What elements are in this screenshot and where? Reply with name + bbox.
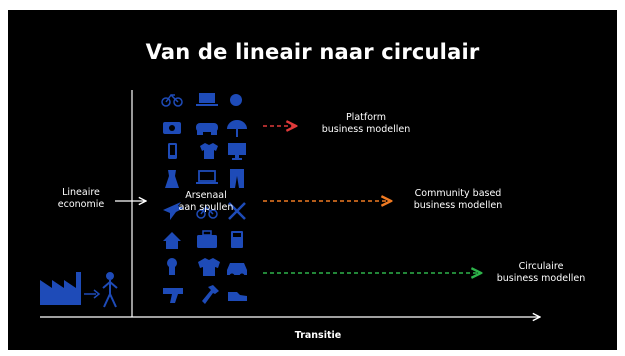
calculator-icon: [231, 231, 243, 248]
factory-icon: [40, 272, 81, 305]
dress-icon: [165, 170, 179, 188]
factory-arrowhead: [93, 289, 101, 299]
slide: Van de lineair naar circulair: [8, 10, 617, 350]
shoe-icon: [228, 292, 247, 301]
car-icon: [227, 263, 247, 279]
sweater-icon: [198, 258, 220, 276]
gamepad-icon: [196, 123, 218, 135]
arsenaal-label: Arsenaal aan spullen: [178, 190, 234, 213]
lightbulb-icon: [167, 258, 177, 275]
umbrella-icon: [227, 120, 247, 137]
house-icon: [163, 232, 181, 249]
slide-title: Van de lineair naar circulair: [145, 40, 480, 64]
shirt-icon: [200, 143, 218, 159]
platform-label: Platform business modellen: [321, 112, 411, 135]
hammer-icon: [202, 285, 219, 304]
monitor-icon: [228, 143, 246, 160]
diagram-canvas: [40, 90, 617, 350]
x-axis-label: Transitie: [294, 330, 342, 341]
laptop-icon: [196, 93, 218, 106]
suitcase-icon: [197, 230, 217, 248]
bicycle-icon: [161, 93, 183, 107]
phone-icon: [168, 143, 177, 159]
camera-icon: [163, 122, 181, 134]
laptop-icon: [196, 170, 218, 184]
lineaire-economie-label: Lineaire economie: [57, 187, 105, 210]
drill-icon: [163, 288, 183, 303]
items-grid: [161, 93, 247, 304]
pants-icon: [230, 169, 244, 188]
plane-icon: [163, 202, 184, 220]
globe-icon: [230, 94, 242, 106]
bicycle-icon: [196, 205, 218, 219]
community-label: Community based business modellen: [413, 188, 503, 211]
tools-icon: [228, 202, 246, 220]
person-icon: [102, 272, 118, 308]
circulair-label: Circulaire business modellen: [496, 261, 586, 284]
